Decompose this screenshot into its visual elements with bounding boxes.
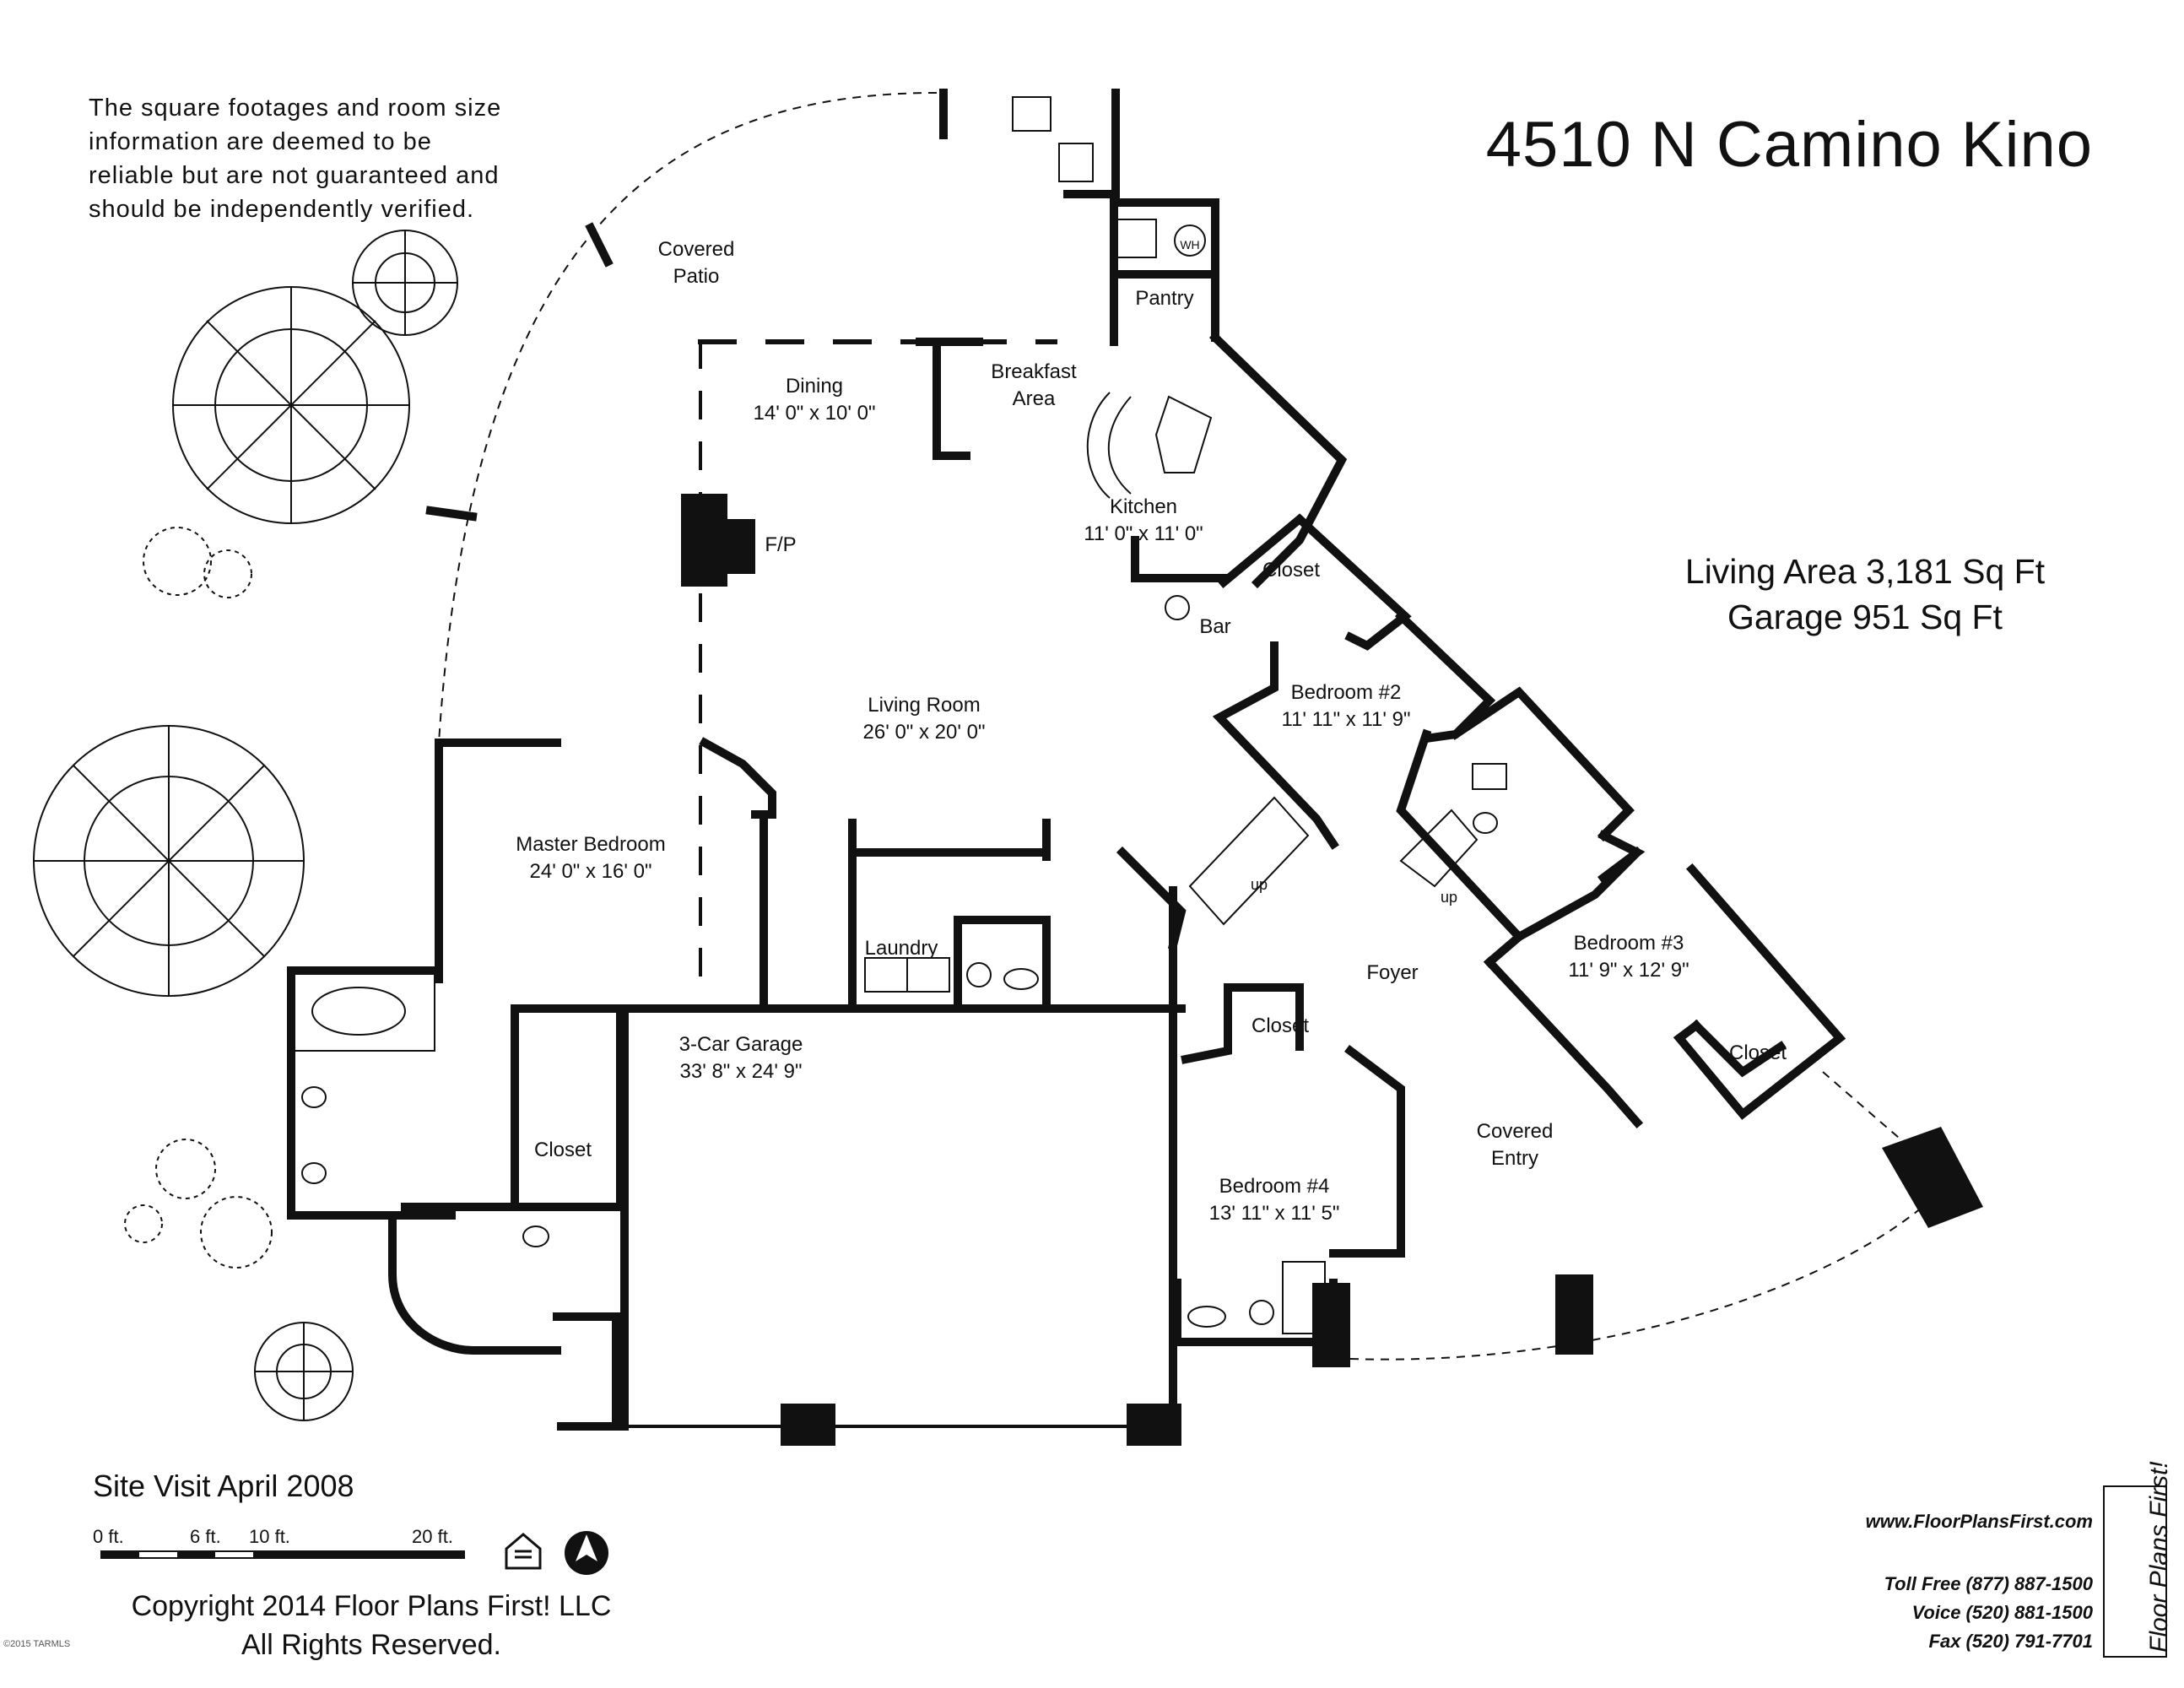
garage-area: Garage 951 Sq Ft: [1727, 598, 2003, 636]
fireplace-label: F/P: [765, 533, 797, 556]
stairs-up-2: up: [1440, 889, 1458, 906]
disclaimer: The square footages and room size inform…: [89, 95, 502, 223]
entry-boundary: [1349, 1181, 1950, 1361]
north-arrow-icon: [565, 1531, 608, 1575]
site-visit-date: Site Visit April 2008: [93, 1469, 354, 1503]
walls: [287, 89, 1983, 1446]
tree-icon: [33, 230, 458, 1421]
stairs-up-1: up: [1250, 876, 1268, 893]
equal-housing-icon: [505, 1533, 542, 1570]
scale-label-6: 6 ft.: [190, 1526, 221, 1547]
room-closet-bedroom2: Closet: [1262, 559, 1321, 582]
room-foyer: Foyer: [1366, 961, 1419, 984]
mls-mark: ©2015 TARMLS: [3, 1639, 71, 1649]
room-pantry: Pantry: [1135, 287, 1194, 310]
website-link: www.FloorPlansFirst.com: [1865, 1511, 2093, 1532]
room-closet-bedroom4: Closet: [1251, 1014, 1310, 1037]
scale-label-0: 0 ft.: [93, 1526, 124, 1547]
scale-label-20: 20 ft.: [412, 1526, 453, 1547]
property-address-title: 4510 N Camino Kino: [1485, 109, 2093, 181]
room-closet-master: Closet: [533, 1139, 592, 1161]
area-summary: Living Area 3,181 Sq Ft Garage 951 Sq Ft: [1629, 549, 2101, 640]
living-area: Living Area 3,181 Sq Ft: [1684, 552, 2046, 591]
brand-logo: Floor Plans First!: [2103, 1461, 2173, 1658]
scale-bar: [100, 1550, 465, 1559]
room-bar: Bar: [1199, 615, 1231, 638]
scale-label-10: 10 ft.: [249, 1526, 290, 1547]
room-laundry: Laundry: [864, 937, 938, 960]
fixtures: [290, 96, 1507, 1334]
patio-boundary: [438, 92, 938, 744]
room-closet-bedroom3: Closet: [1728, 1041, 1787, 1064]
contact-info: Toll Free (877) 887-1500 Voice (520) 881…: [1884, 1573, 2093, 1652]
water-heater-label: WH: [1180, 238, 1200, 252]
copyright: Copyright 2014 Floor Plans First! LLC Al…: [131, 1590, 612, 1661]
